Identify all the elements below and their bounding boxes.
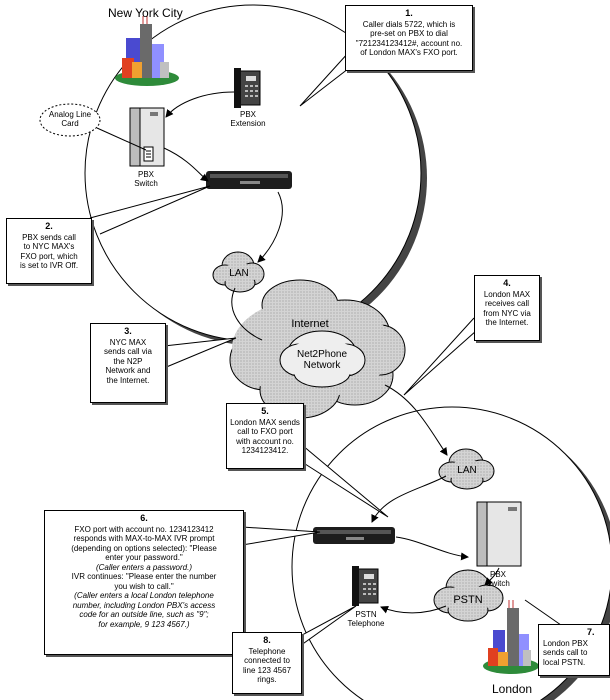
- step-2-callout: 2. PBX sends call to NYC MAX's FXO port,…: [6, 218, 92, 284]
- pbx-switch-nyc-label-1: PBX: [137, 170, 154, 179]
- step-6-italic-2: (Caller enters a local London telephone: [74, 591, 214, 600]
- pstn-telephone-label-2: Telephone: [347, 619, 385, 628]
- pbx-switch-london: [476, 501, 522, 567]
- city-name-london: London: [492, 682, 533, 696]
- step-3-line-2: sends call via: [103, 347, 153, 356]
- step-8-callout: 8. Telephone connected to line 123 4567 …: [232, 632, 302, 694]
- step-2-line-1: PBX sends call: [22, 232, 76, 242]
- step-3-line-3: the N2P: [113, 356, 143, 366]
- step-4-line-1: London MAX: [483, 289, 531, 299]
- internet-label: Internet: [291, 318, 329, 330]
- step-4-line-2: receives call: [484, 299, 529, 308]
- pbx-switch-london-label: PBX Switch: [478, 570, 518, 588]
- step-7-number: 7.: [587, 627, 595, 637]
- step-6-line-1: FXO port with account no. 1234123412: [74, 524, 214, 534]
- nyc-max-unit: [206, 171, 292, 189]
- pbx-switch-london-label-1: PBX: [489, 570, 506, 579]
- step-5-number: 5.: [261, 406, 269, 416]
- step-8-number: 8.: [263, 635, 271, 645]
- pbx-switch-nyc: [129, 107, 165, 167]
- london-max-unit: [313, 527, 395, 544]
- analog-line-card-label-2: Card: [61, 119, 79, 128]
- step-1-number: 1.: [405, 8, 413, 18]
- pbx-extension-label: PBX Extension: [224, 110, 272, 128]
- step-1-line-3: "721234123412#, account no.: [355, 38, 463, 48]
- step-8-line-4: rings.: [257, 675, 277, 684]
- pstn-telephone-label-1: PSTN: [355, 610, 377, 619]
- pbx-switch-nyc-label-2: Switch: [134, 179, 158, 188]
- step-2-line-2: to NYC MAX's: [23, 242, 75, 251]
- lan-cloud-nyc: [212, 251, 265, 293]
- lan-london-label: LAN: [457, 465, 477, 476]
- step-2-line-4: is set to IVR Off.: [19, 261, 79, 270]
- step-4-number: 4.: [503, 278, 511, 288]
- step-1-line-2: pre-set on PBX to dial: [370, 29, 448, 38]
- step-8-line-2: connected to: [244, 656, 290, 665]
- step-2-number: 2.: [45, 221, 53, 231]
- step-1-line-1: Caller dials 5722, which is: [362, 19, 456, 29]
- step-1-line-4: of London MAX's FXO port.: [360, 48, 458, 57]
- analog-line-card-label-1: Analog Line: [48, 110, 92, 119]
- step-4-callout: 4. London MAX receives call from NYC via…: [474, 275, 540, 341]
- step-6-number: 6.: [140, 513, 148, 523]
- pstn-cloud-label: PSTN: [453, 594, 483, 606]
- pbx-switch-london-label-2: Switch: [486, 579, 510, 588]
- step-7-line-3: local PSTN.: [543, 657, 586, 667]
- step-3-line-1: NYC MAX: [109, 337, 147, 347]
- step-7-callout: 7. London PBX sends call to local PSTN.: [538, 624, 610, 676]
- step-6-italic-3: number, including London PBX's access: [72, 600, 216, 610]
- step-6-italic-4: code for an outside line, such as "9";: [79, 610, 209, 619]
- step-8-line-1: Telephone: [248, 646, 286, 656]
- pstn-telephone-label: PSTN Telephone: [340, 610, 392, 628]
- step-7-line-2: sends call to: [543, 648, 588, 657]
- pbx-extension-label-1: PBX: [239, 110, 256, 119]
- step-6-line-2: responds with MAX-to-MAX IVR prompt: [73, 534, 215, 543]
- step-3-line-4: Network and: [105, 366, 151, 375]
- step-3-number: 3.: [124, 326, 132, 336]
- step-6-line-6: you wish to call.": [114, 581, 174, 591]
- step-6-italic-5: for example, 9 123 4567.): [98, 619, 190, 629]
- pbx-extension-label-2: Extension: [230, 119, 266, 128]
- pstn-cloud: [433, 569, 504, 622]
- step-4-line-3: from NYC via: [483, 308, 531, 318]
- step-3-callout: 3. NYC MAX sends call via the N2P Networ…: [90, 323, 166, 403]
- net2phone-label: Net2Phone Network: [280, 349, 364, 371]
- step-5-line-1: London MAX sends: [230, 417, 300, 427]
- step-6-line-3: (depending on options selected): "Please: [71, 543, 217, 553]
- step-8-line-3: line 123 4567: [242, 665, 292, 675]
- lan-cloud-london: [438, 448, 495, 490]
- net2phone-label-1: Net2Phone: [296, 349, 348, 360]
- step-6-callout: 6. FXO port with account no. 1234123412 …: [44, 510, 244, 655]
- step-6-line-5: IVR continues: "Please enter the number: [71, 572, 217, 581]
- nyc-buildings-illustration: [115, 16, 179, 86]
- callout-pointers: [89, 51, 572, 664]
- step-1-callout: 1. Caller dials 5722, which is pre-set o…: [345, 5, 473, 71]
- london-buildings-illustration: [483, 600, 539, 674]
- pbx-extension-phone: [234, 68, 261, 108]
- lan-nyc-label: LAN: [229, 268, 249, 279]
- step-5-line-4: 1234123412.: [241, 446, 289, 455]
- step-4-line-4: the Internet.: [485, 318, 529, 327]
- flow-arrows: [163, 91, 500, 614]
- step-3-line-5: the Internet.: [106, 375, 150, 385]
- step-6-italic-1: (Caller enters a password.): [95, 562, 193, 572]
- step-6-line-4: enter your password.": [105, 553, 183, 562]
- analog-line-card-bubble: [39, 103, 147, 151]
- step-5-line-3: with account no.: [236, 436, 294, 446]
- step-5-callout: 5. London MAX sends call to FXO port wit…: [226, 403, 304, 469]
- net2phone-label-2: Network: [303, 360, 341, 371]
- step-7-line-1: London PBX: [543, 638, 588, 648]
- pbx-switch-nyc-label: PBX Switch: [126, 170, 166, 188]
- net2phone-cloud: [279, 330, 366, 388]
- step-2-line-3: FXO port, which: [20, 251, 78, 261]
- analog-line-card-label: Analog Line Card: [42, 110, 98, 128]
- city-name-nyc: New York City: [108, 6, 183, 20]
- pstn-telephone: [352, 566, 379, 606]
- step-5-line-2: call to FXO port: [237, 427, 293, 436]
